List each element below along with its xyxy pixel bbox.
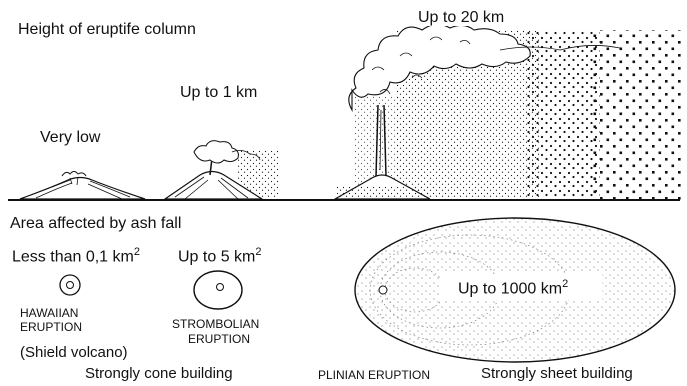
hawaiian-label-line2: ERUPTION (20, 321, 82, 333)
strombolian-area-symbol (194, 271, 242, 309)
column-height-title: Height of eruptife column (18, 22, 196, 38)
sheet-building-label: Strongly sheet building (481, 366, 633, 381)
plinian-label: PLINIAN ERUPTION (318, 369, 430, 381)
less-than-area-label: Less than 0,1 km2 (12, 247, 140, 265)
up-to-20km-label: Up to 20 km (416, 10, 506, 26)
up-to-5-area-label: Up to 5 km2 (178, 247, 261, 265)
up-to-1000-area-label: Up to 1000 km2 (458, 279, 568, 297)
hawaiian-shield-volcano (20, 172, 145, 200)
shield-volcano-label: (Shield volcano) (20, 345, 128, 360)
strombolian-label-line1: STROMBOLIAN (172, 318, 259, 330)
ash-area-title: Area affected by ash fall (10, 216, 181, 232)
cone-building-label: Strongly cone building (85, 366, 233, 381)
strombolian-cone (165, 141, 280, 200)
up-to-1km-label: Up to 1 km (180, 85, 257, 101)
very-low-label: Very low (40, 130, 100, 146)
hawaiian-area-symbol (60, 275, 80, 295)
plinian-column (335, 24, 682, 200)
strombolian-label-line2: ERUPTION (188, 333, 250, 345)
hawaiian-label-line1: HAWAIIAN (20, 307, 78, 319)
